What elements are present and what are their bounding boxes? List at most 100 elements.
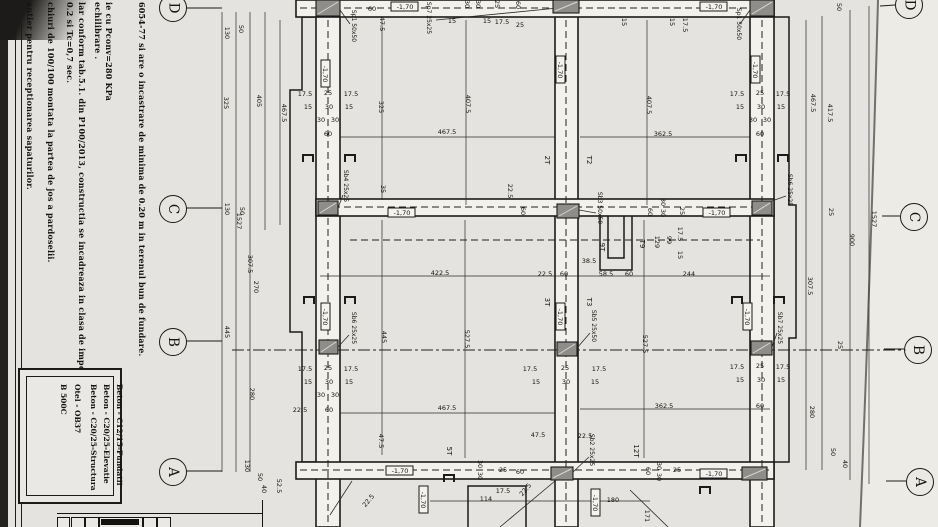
grid-bubble-label: C — [906, 211, 922, 223]
column-hatch — [743, 468, 766, 479]
column-label: Sb6 25x25 — [350, 312, 357, 344]
dimension-label: 280 — [808, 406, 816, 418]
legend-line-5: B 500C — [59, 384, 68, 415]
section-mark — [699, 486, 711, 494]
note-line-2: ie cu Pconv=280 KPa — [104, 2, 114, 101]
section-mark — [344, 296, 356, 304]
dimension-label: 22.5 — [293, 406, 307, 414]
grid-bubble-label: C — [165, 203, 181, 215]
dimension-label: 30 — [331, 116, 339, 124]
dimension-label: 362.5 — [654, 130, 673, 138]
section-mark — [344, 154, 356, 162]
dimension-label: 17.5 — [676, 227, 684, 241]
dimension-label: 15 — [736, 103, 744, 111]
foundation-outline — [599, 216, 633, 271]
elevation-tag: -1,70 — [699, 1, 728, 12]
dimension-label: 25 — [678, 207, 686, 215]
leader-line — [435, 7, 559, 21]
elevation-tag: -1,70 — [418, 485, 429, 514]
column-label: Sb2 25x25 — [588, 434, 595, 466]
section-mark — [735, 154, 747, 162]
elevation-tag: -1,70 — [320, 302, 331, 331]
dimension-label: 25 — [324, 364, 332, 372]
note-line-1: 6054-77 si are o incastrare de minima de… — [137, 2, 147, 357]
section-label: 2T — [543, 156, 551, 165]
dimension-label: 280 — [248, 388, 256, 400]
dimension-label: 270 — [252, 281, 260, 293]
dimension-label: 60 — [756, 130, 764, 138]
dimension-label: 467.5 — [438, 404, 457, 412]
dimension-label: 25 — [756, 89, 764, 97]
page-crease-line — [859, 0, 879, 527]
leader-line — [339, 9, 351, 25]
grid-bubble-label: D — [900, 0, 917, 11]
dimension-label: 38.5 — [582, 257, 596, 265]
grid-bubble-left-C: C — [159, 195, 187, 223]
dimension-label: 52.5 — [275, 479, 283, 493]
dimension-label: 60 — [519, 207, 527, 215]
elevation-tag: -1,70 — [742, 302, 753, 331]
grid-bubble-label: B — [164, 337, 181, 347]
svg-text:-1,70: -1,70 — [394, 209, 411, 217]
svg-text:-1,70: -1,70 — [743, 309, 751, 326]
dimension-label: 15 — [777, 103, 785, 111]
dimension-label: 30 — [659, 209, 667, 217]
dimension-label: 17.5 — [495, 18, 509, 26]
dimension-label: 17.5 — [730, 363, 744, 371]
section-label: 3T — [543, 298, 551, 307]
note-line-7: antier pentru receptionarea sapaturilor. — [25, 2, 35, 190]
dimension-label: 47.5 — [378, 17, 386, 31]
section-label: T9 — [638, 239, 646, 249]
dimension-label: 15 — [620, 18, 628, 26]
dimension-label: 15 — [591, 378, 599, 386]
leader-line — [337, 334, 350, 348]
column-label: Sp1 50x50 — [735, 8, 742, 40]
svg-text:-1,70: -1,70 — [591, 495, 599, 512]
foundation-outline — [607, 216, 625, 259]
svg-text:-1,70: -1,70 — [321, 309, 329, 326]
drawing-frame-outer — [15, 0, 16, 527]
dimension-label: 60 — [625, 270, 633, 278]
dimension-label: 25 — [673, 466, 681, 474]
grid-bubble-right-A: A — [906, 468, 934, 496]
column-hatch — [751, 1, 773, 15]
svg-text:-1,70: -1,70 — [709, 209, 726, 217]
dimension-label: 30 — [476, 472, 484, 480]
grid-bubble-left-A: A — [159, 458, 187, 486]
dimension-label: 17.5 — [344, 90, 358, 98]
dimension-label: 30 — [474, 0, 482, 8]
column-hatch — [554, 1, 578, 12]
titleblock-cell-3 — [85, 517, 99, 527]
grid-bubble-label: A — [165, 467, 181, 477]
svg-text:-1,70: -1,70 — [397, 3, 414, 11]
dimension-label: 40 — [841, 460, 849, 468]
dimension-label: 25 — [827, 208, 835, 216]
note-line-5: 0.2 si Tc=0,7 sec. — [65, 2, 75, 84]
dimension-label: 30 — [325, 378, 333, 386]
elevation-tag: -1,70 — [590, 488, 601, 517]
dimension-label: 22.5 — [361, 493, 376, 509]
dimension-label: 17.5 — [298, 365, 312, 373]
column-hatch — [558, 205, 578, 217]
titleblock-cell-5 — [143, 517, 157, 527]
dimension-label: 1527 — [235, 213, 243, 230]
dimension-label: 22.5 — [538, 270, 552, 278]
dimension-label: 30 — [562, 378, 570, 386]
column-label: Sp1 50x50 — [350, 10, 357, 42]
elevation-tag: -1,70 — [387, 207, 416, 218]
column-label: Sb4 25x25 — [342, 170, 349, 202]
dimension-label: 325 — [377, 101, 385, 113]
column-label: Sb6 25x25 — [786, 174, 793, 206]
column-hatch — [753, 202, 771, 214]
dimension-label: 15 — [448, 17, 456, 25]
titleblock-cell-2 — [71, 517, 85, 527]
column-label: Sb5 25x50 — [590, 310, 597, 342]
dimension-label: 60 — [516, 468, 524, 476]
dimension-label: 50 — [829, 448, 837, 456]
column-label: Sb3 50x50 — [596, 192, 603, 224]
dimension-label: 50 — [835, 3, 843, 11]
dimension-label: 35 — [379, 185, 387, 193]
